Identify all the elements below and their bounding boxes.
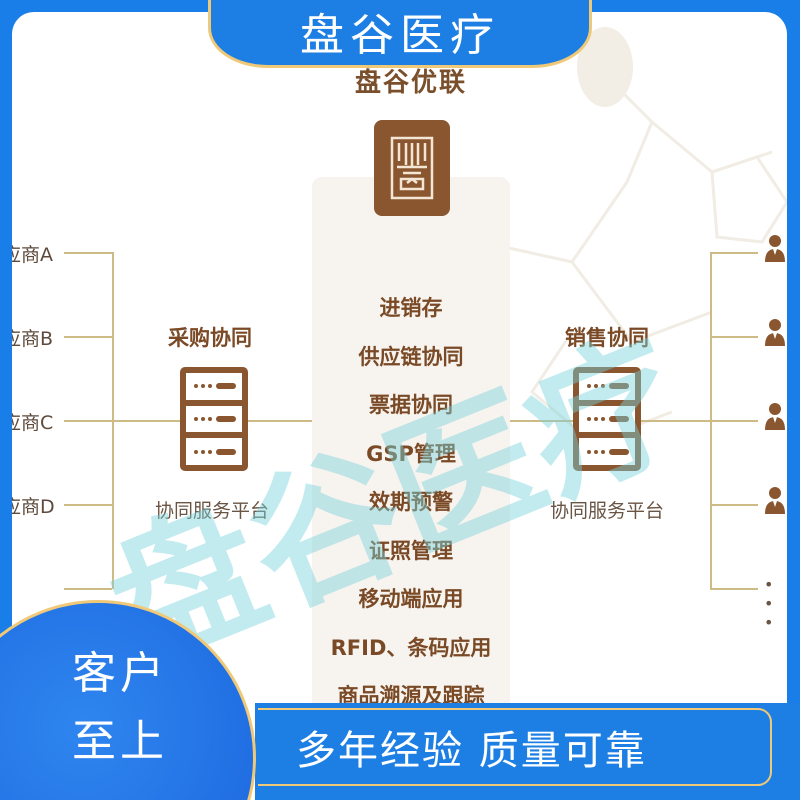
badge-text: 客户 至上	[55, 640, 185, 776]
connector-line	[64, 588, 112, 590]
connector-line	[710, 336, 758, 338]
seal-logo-icon	[374, 120, 450, 216]
connector-line	[64, 252, 112, 254]
connector-line	[710, 504, 758, 506]
connector-line	[64, 504, 112, 506]
feature-item: 效期预警	[369, 490, 453, 514]
supplier-d: 应商D	[12, 496, 55, 518]
server-icon	[180, 367, 248, 471]
brand-name: 盘谷优联	[354, 68, 467, 98]
supplier-b: 应商B	[12, 328, 54, 350]
sales-title: 销售协同	[565, 326, 649, 350]
person-icon	[765, 487, 785, 514]
supplier-a: 应商A	[12, 244, 53, 266]
supplier-c: 应商C	[12, 412, 54, 434]
feature-item: GSP管理	[366, 441, 456, 466]
feature-item: 进销存	[379, 296, 443, 320]
connector-line	[64, 336, 112, 338]
procurement-subtitle: 协同服务平台	[154, 500, 269, 522]
feature-item: 供应链协同	[358, 344, 464, 369]
feature-item: 移动端应用	[358, 587, 464, 611]
person-icon	[765, 319, 785, 346]
feature-item: 证照管理	[369, 538, 453, 563]
connector-line	[710, 420, 758, 422]
feature-list: 进销存 供应链协同 票据协同 GSP管理 效期预警 证照管理 移动端应用 RFI…	[312, 284, 510, 721]
badge-line-2: 至上	[72, 716, 168, 767]
procurement-title: 采购协同	[168, 326, 252, 350]
connector-line	[710, 252, 758, 254]
more-customers-ellipsis: • • •	[764, 575, 775, 632]
slogan-frame: 多年经验 质量可靠	[258, 708, 772, 786]
sales-subtitle: 协同服务平台	[549, 500, 664, 522]
person-icon	[765, 403, 785, 430]
connector-line	[710, 588, 758, 590]
server-icon	[573, 367, 641, 471]
center-column	[312, 177, 510, 717]
banner-title: 盘谷医疗	[300, 9, 500, 61]
person-icon	[765, 235, 785, 262]
feature-item: 票据协同	[369, 393, 453, 417]
connector-line	[64, 420, 112, 422]
bottom-slogan-bar	[255, 703, 800, 800]
slogan-text: 多年经验 质量可靠	[296, 728, 647, 774]
badge-line-1: 客户	[72, 648, 168, 699]
top-banner: 盘谷医疗	[208, 0, 592, 68]
feature-item: RFID、条码应用	[330, 635, 492, 660]
